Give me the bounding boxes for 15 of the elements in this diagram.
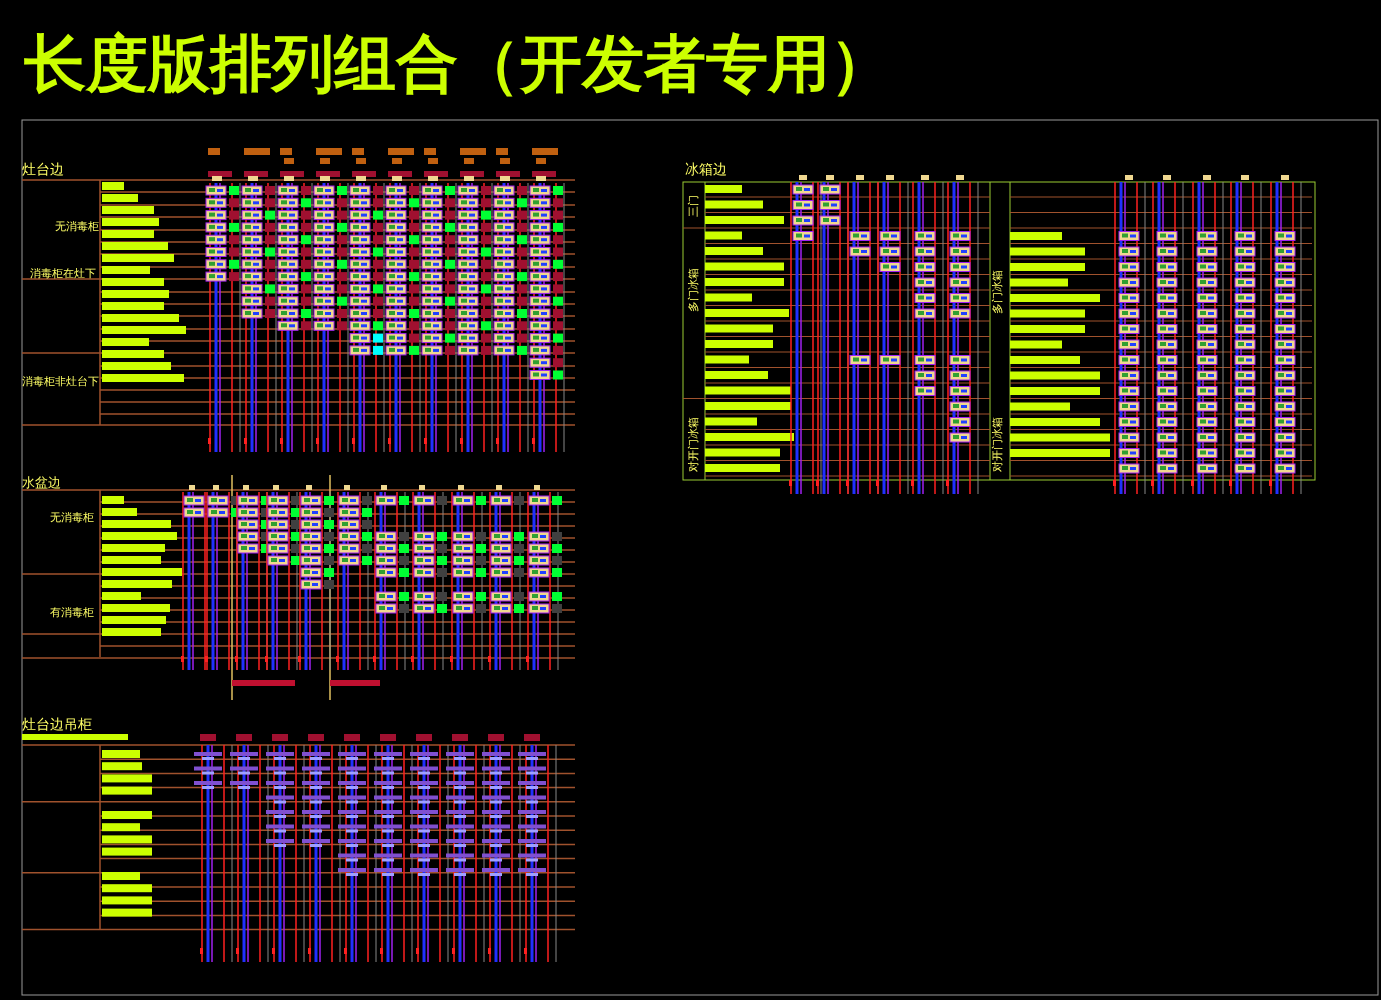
section-label: 无消毒柜 — [55, 221, 99, 234]
section-label: 灶台边 — [22, 162, 64, 178]
section-label: 水盆边 — [22, 476, 61, 491]
vertical-label: 对开门冰箱 — [687, 416, 701, 472]
section-label: 消毒柜在灶下 — [30, 268, 96, 281]
title: 长度版排列组合（开发者专用） — [24, 30, 892, 99]
section-label: 无消毒柜 — [50, 512, 94, 525]
vertical-label: 对开门冰箱 — [991, 416, 1005, 472]
section-label: 灶台边吊柜 — [22, 717, 92, 733]
section-label: 消毒柜非灶台下 — [22, 376, 99, 389]
vertical-label: 多门冰箱 — [687, 268, 701, 312]
vertical-label: 三门 — [687, 195, 701, 217]
vertical-label: 多门冰箱 — [991, 270, 1005, 314]
section-label: 有消毒柜 — [50, 607, 94, 620]
section-label: 冰箱边 — [685, 162, 727, 178]
